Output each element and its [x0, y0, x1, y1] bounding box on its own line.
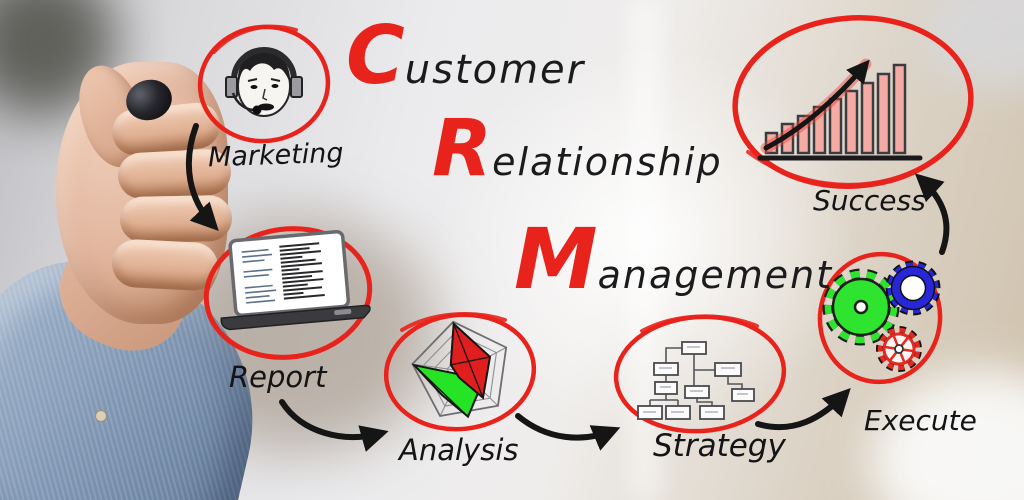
node-label-execute: Execute: [864, 404, 977, 437]
arrow-execute-to-success: [914, 173, 950, 255]
arrow-marketing-to-report: [185, 123, 219, 231]
node-label-analysis: Analysis: [399, 433, 519, 467]
org-chart-icon: [637, 341, 755, 420]
radar-chart-icon: [411, 320, 508, 419]
node-label-strategy: Strategy: [653, 428, 786, 464]
rising-bar-chart-icon: [757, 58, 923, 161]
arrow-analysis-to-strategy: [515, 413, 621, 451]
arrow-strategy-to-execute: [755, 388, 851, 431]
blue-gear: [885, 260, 941, 316]
arrow-report-to-analysis: [279, 399, 389, 452]
sleeve-button: [95, 410, 107, 422]
node-label-success: Success: [813, 184, 926, 217]
title-initial-m: M: [514, 210, 598, 308]
green-gear: [822, 268, 900, 346]
node-label-report: Report: [229, 360, 327, 394]
customer-support-agent-icon: [225, 47, 303, 117]
node-label-marketing: Marketing: [207, 137, 345, 174]
gears-icon: [822, 260, 941, 372]
red-gear: [876, 326, 922, 372]
title-initial-c: C: [346, 9, 405, 102]
title-initial-r: R: [432, 104, 493, 194]
